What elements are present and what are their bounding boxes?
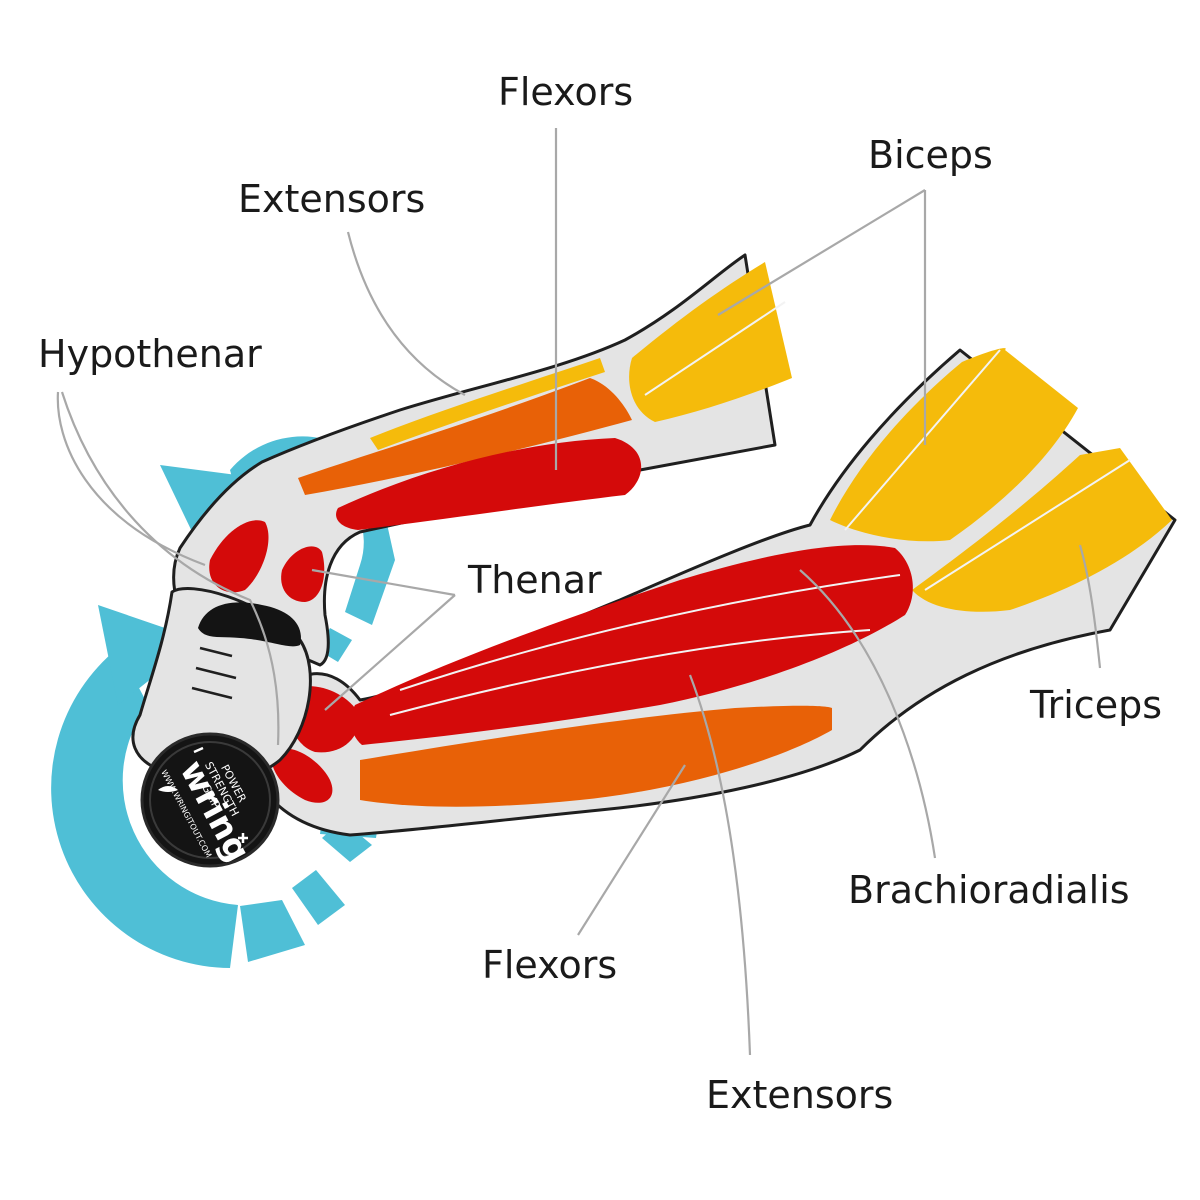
upper-extensor-strip — [370, 358, 605, 450]
lower-arrow-dash-2 — [292, 870, 345, 925]
label-extensors-top: Extensors — [238, 177, 425, 221]
label-thenar: Thenar — [467, 558, 602, 602]
upper-biceps-muscle — [629, 262, 792, 422]
lower-arrow-head-icon — [98, 605, 200, 705]
lower-hypothenar-muscle — [271, 748, 333, 803]
upper-hypothenar-muscle — [209, 520, 269, 593]
leader-lines — [56, 128, 1102, 1056]
label-brachioradialis: Brachioradialis — [848, 868, 1130, 912]
leader-biceps-a — [717, 189, 926, 316]
upper-thenar-muscle — [281, 546, 325, 602]
lower-extensor-muscle — [360, 705, 832, 807]
lower-arm — [255, 348, 1177, 837]
label-flexors-bottom: Flexors — [482, 943, 617, 987]
leader-triceps — [1078, 544, 1102, 669]
plus-icon — [238, 833, 248, 843]
leader-extensors-top — [346, 231, 466, 396]
device-top-ring — [198, 602, 301, 647]
upper-orange-muscle — [298, 378, 632, 495]
labels: Flexors Biceps Extensors Hypothenar Then… — [38, 70, 1162, 1117]
label-biceps: Biceps — [868, 133, 993, 177]
leader-hypothenar-a — [56, 391, 206, 567]
wing-logo-icon — [158, 786, 178, 792]
leader-extensors-bottom — [688, 674, 752, 1056]
leader-flexors-bottom — [577, 764, 686, 936]
lower-rotation-arrow — [51, 648, 239, 968]
label-hypothenar: Hypothenar — [38, 332, 262, 376]
leader-thenar-b — [324, 594, 456, 711]
lower-arrow-dash-1 — [240, 900, 305, 962]
lower-biceps-muscle — [830, 348, 1078, 542]
lower-triceps-muscle — [912, 448, 1172, 612]
minus-icon — [193, 746, 204, 754]
upper-arm — [172, 253, 792, 667]
leader-hypothenar-b — [60, 391, 280, 746]
leader-thenar-a — [311, 568, 456, 597]
label-flexors-top: Flexors — [498, 70, 633, 114]
label-triceps: Triceps — [1029, 683, 1162, 727]
upper-flexor-muscle — [336, 438, 642, 530]
label-extensors-bottom: Extensors — [706, 1073, 893, 1117]
leader-brachioradialis — [799, 569, 937, 859]
